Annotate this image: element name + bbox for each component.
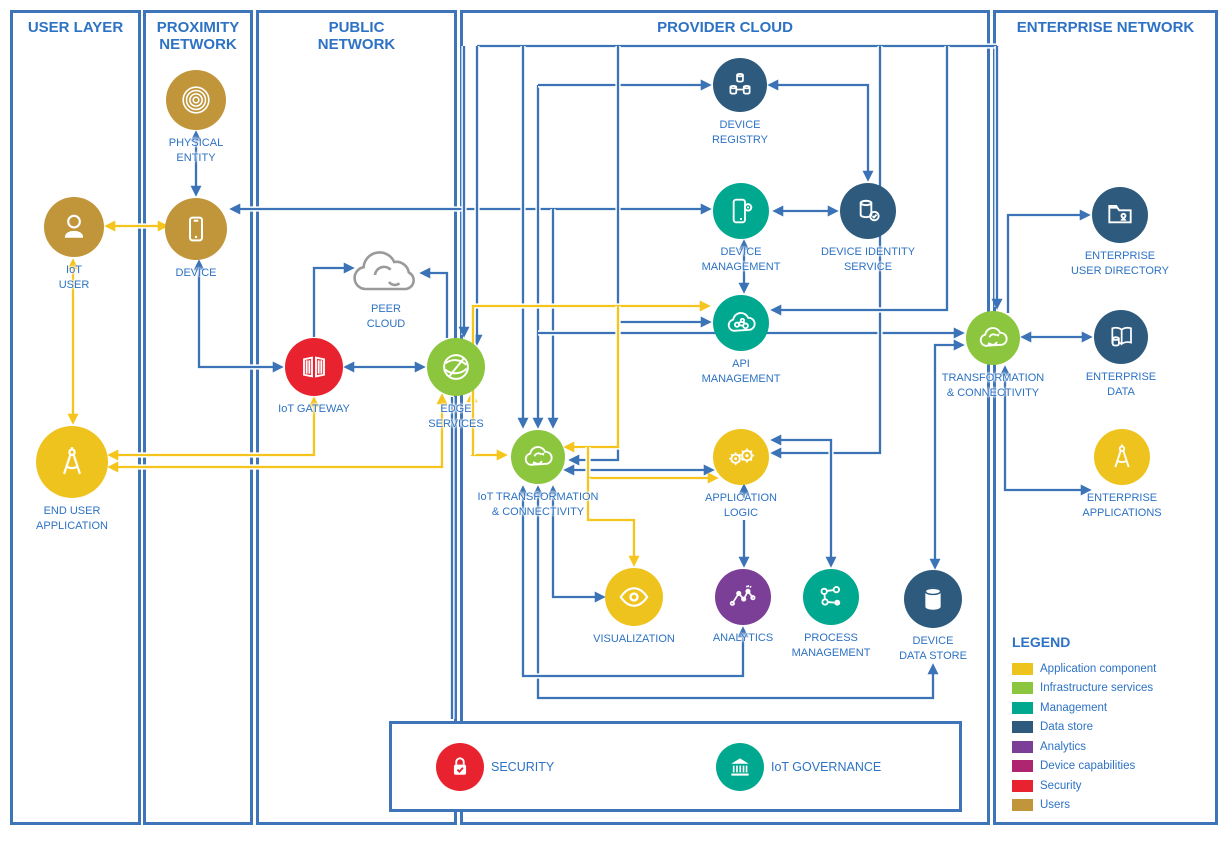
legend-swatch	[1012, 760, 1033, 773]
node-enterprise-applications: ENTERPRISE APPLICATIONS	[1062, 429, 1182, 520]
node-iot-governance: IoT GOVERNANCE	[716, 743, 881, 791]
node-label: ENTERPRISE APPLICATIONS	[1082, 492, 1162, 519]
node-device-data-store: DEVICE DATA STORE	[873, 570, 993, 663]
node-device: DEVICE	[136, 198, 256, 281]
panel-title: PROVIDER CLOUD	[657, 19, 793, 36]
node-iot-user: IoT USER	[14, 197, 134, 292]
node-label: DEVICE IDENTITY SERVICE	[820, 246, 916, 273]
concentric-rings-icon	[182, 86, 210, 114]
legend-swatch	[1012, 662, 1033, 675]
panel-title: ENTERPRISE NETWORK	[1016, 19, 1195, 36]
legend-item: Data store	[1012, 718, 1208, 738]
globe-icon	[443, 354, 469, 380]
legend-item: Device capabilities	[1012, 757, 1208, 777]
gears-icon	[729, 448, 755, 466]
node-label: PHYSICAL ENTITY	[168, 137, 224, 164]
legend-swatch	[1012, 721, 1033, 734]
folder-user-icon	[1108, 205, 1132, 224]
node-process-management: PROCESS MANAGEMENT	[771, 569, 891, 660]
node-label: ENTERPRISE USER DIRECTORY	[1070, 250, 1169, 277]
book-database-icon	[1111, 326, 1132, 347]
node-transformation-connectivity: TRANSFORMATION & CONNECTIVITY	[913, 311, 1073, 400]
node-device-identity-service: DEVICE IDENTITY SERVICE	[808, 183, 928, 274]
legend-title: LEGEND	[1012, 634, 1071, 650]
node-iot-transformation-connectivity: IoT TRANSFORMATION & CONNECTIVITY	[458, 430, 618, 519]
smartphone-icon	[189, 216, 203, 242]
node-label: DEVICE REGISTRY	[711, 119, 769, 146]
legend-swatch	[1012, 701, 1033, 714]
drafting-compass-icon	[1114, 444, 1130, 468]
node-label: IoT GATEWAY	[278, 403, 350, 415]
database-stack-icon	[729, 73, 751, 95]
node-label: EDGE SERVICES	[428, 403, 484, 430]
legend-item: Infrastructure services	[1012, 679, 1208, 699]
node-label: DEVICE MANAGEMENT	[701, 246, 781, 273]
legend-item: Analytics	[1012, 737, 1208, 757]
node-label: ENTERPRISE DATA	[1085, 371, 1157, 398]
node-device-registry: DEVICE REGISTRY	[680, 58, 800, 147]
node-edge-services: EDGE SERVICES	[396, 338, 516, 431]
legend-item: Application component	[1012, 659, 1208, 679]
cloud-api-icon	[727, 312, 756, 332]
legend-swatch	[1012, 740, 1033, 753]
legend-item: Management	[1012, 698, 1208, 718]
governance-building-icon	[731, 758, 749, 776]
node-enterprise-data: ENTERPRISE DATA	[1061, 310, 1181, 399]
cloud-sync-icon	[979, 327, 1008, 347]
node-label: TRANSFORMATION & CONNECTIVITY	[941, 372, 1045, 399]
gateway-gate-icon	[303, 356, 325, 378]
node-peer-cloud: PEER CLOUD	[326, 248, 446, 331]
security-governance-box	[389, 721, 962, 812]
phone-gear-icon	[732, 198, 753, 224]
cloud-outline-icon	[353, 251, 415, 291]
node-visualization: VISUALIZATION	[574, 568, 694, 647]
panel-user-layer: USER LAYER	[10, 10, 141, 825]
legend-swatch	[1012, 682, 1033, 695]
database-icon	[924, 587, 942, 610]
node-label: PROCESS MANAGEMENT	[791, 632, 871, 659]
legend-item: Users	[1012, 796, 1208, 816]
node-enterprise-user-directory: ENTERPRISE USER DIRECTORY	[1050, 187, 1190, 278]
node-physical-entity: PHYSICAL ENTITY	[136, 70, 256, 165]
lock-check-icon	[453, 757, 467, 775]
node-label: END USER APPLICATION	[36, 505, 108, 532]
legend-item: Security	[1012, 776, 1208, 796]
eye-icon	[619, 587, 649, 607]
node-label: DEVICE DATA STORE	[899, 635, 967, 662]
user-icon	[64, 214, 84, 238]
panel-title: USER LAYER	[27, 19, 124, 36]
panel-title: PROXIMITY NETWORK	[156, 19, 240, 54]
legend: LEGEND Application component Infrastruct…	[1012, 634, 1208, 815]
node-label: SECURITY	[491, 760, 555, 774]
panel-provider-cloud: PROVIDER CLOUD	[460, 10, 990, 825]
node-label: ANALYTICS	[712, 632, 774, 644]
cloud-sync-icon	[524, 446, 553, 466]
node-device-management: DEVICE MANAGEMENT	[681, 183, 801, 274]
node-label: PEER CLOUD	[366, 303, 406, 330]
node-iot-gateway: IoT GATEWAY	[254, 338, 374, 417]
panel-title: PUBLIC NETWORK	[317, 19, 396, 54]
process-nodes-icon	[820, 586, 841, 606]
line-chart-icon	[729, 585, 756, 606]
node-analytics: ANALYTICS	[683, 569, 803, 646]
node-api-management: API MANAGEMENT	[681, 295, 801, 386]
legend-swatch	[1012, 799, 1033, 812]
node-application-logic: APPLICATION LOGIC	[681, 429, 801, 520]
node-label: IoT USER	[58, 264, 90, 291]
node-label: APPLICATION LOGIC	[705, 492, 777, 519]
node-label: IoT TRANSFORMATION & CONNECTIVITY	[477, 491, 599, 518]
node-label: IoT GOVERNANCE	[771, 760, 882, 774]
legend-swatch	[1012, 779, 1033, 792]
panel-enterprise-network: ENTERPRISE NETWORK	[993, 10, 1218, 825]
node-end-user-application: END USER APPLICATION	[12, 426, 132, 533]
node-label: API MANAGEMENT	[701, 358, 781, 385]
node-security: SECURITY	[436, 743, 554, 791]
drafting-compass-icon	[63, 447, 81, 475]
database-check-icon	[859, 199, 880, 222]
node-label: VISUALIZATION	[593, 633, 675, 645]
node-label: DEVICE	[175, 267, 217, 279]
